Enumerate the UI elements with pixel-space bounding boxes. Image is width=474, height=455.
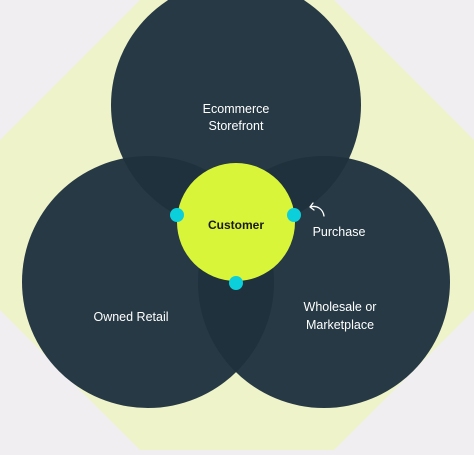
label-wholesale-line1: Wholesale or (304, 300, 377, 314)
label-ecommerce-line2: Storefront (209, 119, 264, 133)
label-owned-retail: Owned Retail (93, 310, 168, 324)
connector-dot-right (287, 208, 301, 222)
connector-dot-bottom (229, 276, 243, 290)
label-customer: Customer (208, 218, 264, 232)
connector-dot-left (170, 208, 184, 222)
customer-circle (177, 163, 295, 281)
label-ecommerce-line1: Ecommerce (203, 102, 270, 116)
curved-arrow-icon (309, 202, 325, 217)
label-wholesale-line2: Marketplace (306, 318, 374, 332)
label-purchase: Purchase (313, 225, 366, 239)
